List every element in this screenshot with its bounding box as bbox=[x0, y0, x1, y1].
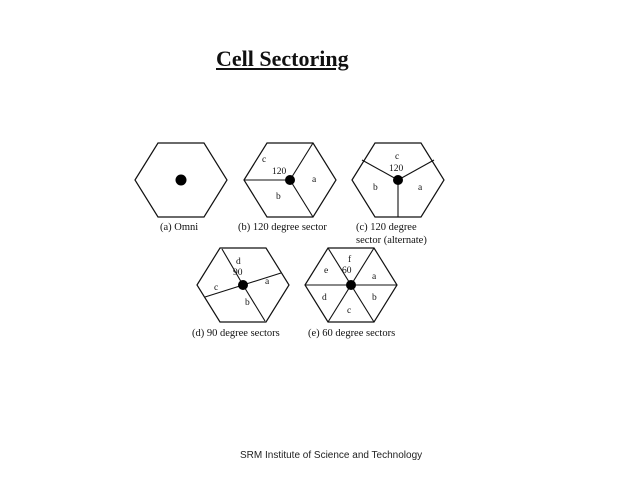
sector90-label-c: c bbox=[214, 283, 218, 293]
sector90-label-d: d bbox=[236, 257, 241, 267]
sector120alt-antenna-dot bbox=[393, 175, 403, 185]
omni-caption: (a) Omni bbox=[160, 222, 198, 233]
sector120-angle-label: 120 bbox=[272, 167, 287, 177]
sector120alt-hexagon bbox=[351, 142, 445, 218]
slide-title: Cell Sectoring bbox=[216, 46, 349, 71]
omni-cell: (a) Omni bbox=[134, 142, 228, 233]
sector60-caption: (e) 60 degree sectors bbox=[308, 328, 395, 339]
sector90-label-a: a bbox=[265, 277, 270, 287]
sector60-antenna-dot bbox=[346, 280, 356, 290]
sector90-divider-3 bbox=[242, 284, 266, 322]
sector60-label-a: a bbox=[372, 272, 377, 282]
sector120-label-a: a bbox=[312, 175, 317, 185]
sector120alt-cell: c 120 b a (c) 120 degree sector (alterna… bbox=[351, 142, 445, 246]
sector120-antenna-dot bbox=[285, 175, 295, 185]
sector90-angle-label: 90 bbox=[233, 268, 243, 278]
sector120-label-c: c bbox=[262, 155, 266, 165]
sector60-label-d: d bbox=[322, 293, 327, 303]
sector120alt-caption-line1: (c) 120 degree bbox=[356, 222, 417, 233]
sector90-cell: d 90 a c b (d) 90 degree sectors bbox=[192, 247, 290, 339]
sector120-cell: 120 c a b (b) 120 degree sector bbox=[238, 142, 337, 233]
sector90-label-b: b bbox=[245, 298, 250, 308]
sector120alt-divider-2 bbox=[361, 159, 399, 181]
sector120-hexagon bbox=[243, 142, 337, 218]
sector120-caption: (b) 120 degree sector bbox=[238, 222, 327, 233]
sector60-label-f: f bbox=[348, 254, 352, 265]
sector60-label-b: b bbox=[372, 293, 377, 303]
slide-footer: SRM Institute of Science and Technology bbox=[240, 450, 423, 461]
sector120alt-divider-3 bbox=[397, 159, 435, 181]
sector90-caption: (d) 90 degree sectors bbox=[192, 328, 280, 339]
sector90-divider-1 bbox=[221, 248, 244, 286]
sector60-cell: f 60 e a d b c (e) 60 degree sectors bbox=[304, 247, 398, 339]
sector60-angle-label: 60 bbox=[342, 266, 352, 276]
sector60-label-c: c bbox=[347, 306, 351, 316]
sector90-antenna-dot bbox=[238, 280, 248, 290]
sector60-label-e: e bbox=[324, 266, 328, 276]
sector90-divider-2 bbox=[242, 272, 282, 286]
sector120alt-label-c: c bbox=[395, 152, 399, 162]
sector120alt-label-b: b bbox=[373, 183, 378, 193]
sector90-hexagon bbox=[196, 247, 290, 323]
omni-antenna-dot bbox=[175, 174, 187, 186]
sector120-divider-3 bbox=[289, 179, 314, 218]
omni-hexagon bbox=[134, 142, 228, 218]
sector90-divider-4 bbox=[204, 284, 244, 298]
sector120-label-b: b bbox=[276, 192, 281, 202]
sector120alt-label-a: a bbox=[418, 183, 423, 193]
sector120alt-caption-line2: sector (alternate) bbox=[356, 235, 427, 246]
sector120alt-angle-label: 120 bbox=[389, 164, 404, 174]
sector120-divider-2 bbox=[289, 142, 314, 181]
